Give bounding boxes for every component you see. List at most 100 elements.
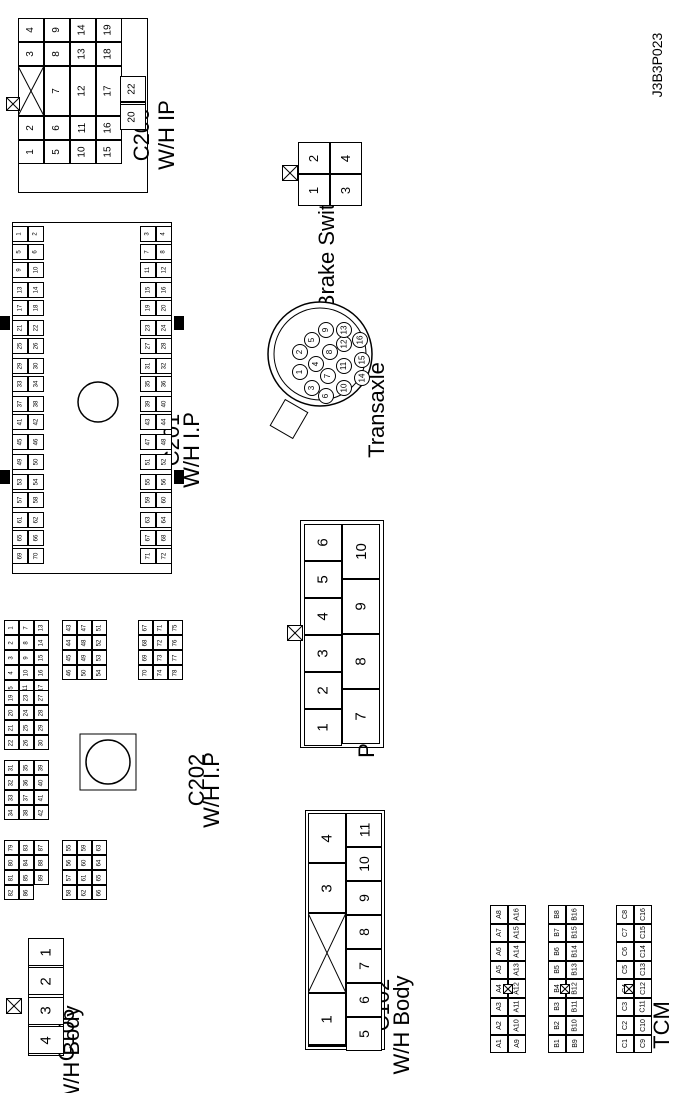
c202-pin: 35: [19, 760, 34, 775]
c202-pin: 15: [34, 650, 49, 665]
transaxle-pin: 3: [304, 380, 320, 396]
c201-pin: 14: [28, 282, 44, 298]
c202-pin: 62: [77, 885, 92, 900]
lock-key-icon: [624, 984, 634, 994]
tcm-pin: B9: [566, 1034, 584, 1053]
c201-pin: 4: [156, 226, 172, 242]
c201-pin: 65: [12, 530, 28, 546]
tcm-pin: A7: [490, 923, 508, 942]
c202-pin: 33: [4, 790, 19, 805]
c201-pin: 40: [156, 396, 172, 412]
c201-pin: 36: [156, 376, 172, 392]
c102-pin: 11: [346, 813, 382, 847]
c201-pin: 48: [156, 434, 172, 450]
c201-pin: 58: [28, 492, 44, 508]
c201-pin: 44: [156, 414, 172, 430]
c201-pin: 22: [28, 320, 44, 336]
transaxle-pin: 9: [318, 322, 334, 338]
lock-key-icon: [6, 97, 20, 111]
c202-pin: 16: [34, 665, 49, 680]
tcm-pin: B6: [548, 942, 566, 961]
c202-pin: 58: [62, 885, 77, 900]
c202-pin: 65: [92, 870, 107, 885]
c202-pin: 10: [19, 665, 34, 680]
c201-pin: 43: [140, 414, 156, 430]
c201-pin: 12: [156, 262, 172, 278]
c201-pin: 9: [12, 262, 28, 278]
c202-pin: 83: [19, 840, 34, 855]
c202-pin: 47: [77, 620, 92, 635]
c202-pin: 21: [4, 720, 19, 735]
c202-pin: 64: [92, 855, 107, 870]
c201-pin: 6: [28, 244, 44, 260]
latch-tab: [174, 316, 184, 330]
c201-pin: 7: [140, 244, 156, 260]
transaxle-pin: 16: [352, 332, 368, 348]
tcm-pin: C11: [634, 997, 652, 1016]
c201-pin: 1: [12, 226, 28, 242]
c206-pin: 8: [44, 42, 70, 66]
tcm-name: TCM: [649, 1001, 674, 1049]
c202-pin: 34: [4, 805, 19, 820]
tcm-pin: A11: [508, 997, 526, 1016]
c202-pin: 8: [19, 635, 34, 650]
tcm-pin: A14: [508, 942, 526, 961]
c201-pin: 24: [156, 320, 172, 336]
c206-pin: 4: [18, 18, 44, 42]
tcm-pin: C2: [616, 1016, 634, 1035]
c202-pin: 80: [4, 855, 19, 870]
c201-pin: 27: [140, 338, 156, 354]
c202-pin: 38: [19, 805, 34, 820]
transaxle-pin: 11: [336, 358, 352, 374]
tcm-pin: C9: [634, 1034, 652, 1053]
c202-pin: 68: [138, 635, 153, 650]
pnp-pin: 1: [304, 709, 342, 746]
c102-pin: 5: [346, 1017, 382, 1051]
bolt-hole-icon: [79, 733, 137, 791]
c202-pin: 41: [34, 790, 49, 805]
c201-pin: 54: [28, 474, 44, 490]
c202-pin: 2: [4, 635, 19, 650]
c201-pin: 45: [12, 434, 28, 450]
transaxle-pin: 15: [354, 352, 370, 368]
tcm-pin: C14: [634, 942, 652, 961]
blank-cavity-icon: [308, 913, 346, 993]
c102-pin: 10: [346, 847, 382, 881]
c201-pin: 19: [140, 300, 156, 316]
c206-sub: W/H IP: [154, 100, 179, 170]
c201-pin: 15: [140, 282, 156, 298]
tcm-pin: A16: [508, 905, 526, 924]
lock-key-icon: [287, 625, 303, 641]
c206-pin: 11: [70, 116, 96, 140]
drawing-code: J3B3P023: [649, 32, 665, 98]
transaxle-pin: 10: [336, 380, 352, 396]
c201-pin: 23: [140, 320, 156, 336]
c201-pin: 16: [156, 282, 172, 298]
brake-pin: 2: [298, 142, 330, 174]
c202-pin: 39: [34, 760, 49, 775]
c102-spacer: [308, 1045, 346, 1047]
c202-pin: 78: [168, 665, 183, 680]
c202-pin: 49: [77, 650, 92, 665]
c202-pin: 19: [4, 690, 19, 705]
transaxle-pin: 7: [320, 368, 336, 384]
transaxle-pin: 1: [292, 364, 308, 380]
c206-pin: 16: [96, 116, 122, 140]
c201-pin: 64: [156, 512, 172, 528]
transaxle-pin: 13: [336, 322, 352, 338]
c201-pin: 11: [140, 262, 156, 278]
c201-pin: 13: [12, 282, 28, 298]
c202-pin: 77: [168, 650, 183, 665]
c206-pin: 10: [70, 140, 96, 164]
c202-pin: 44: [62, 635, 77, 650]
brake-pin: 1: [298, 174, 330, 206]
tcm-pin: A10: [508, 1016, 526, 1035]
c201-pin: 17: [12, 300, 28, 316]
c202-pin: 9: [19, 650, 34, 665]
c202-pin: 29: [34, 720, 49, 735]
c201-pin: 72: [156, 548, 172, 564]
c202-pin: 89: [34, 870, 49, 885]
c201-pin: 29: [12, 358, 28, 374]
c102-sub: W/H Body: [389, 975, 414, 1075]
tcm-pin: C1: [616, 1034, 634, 1053]
